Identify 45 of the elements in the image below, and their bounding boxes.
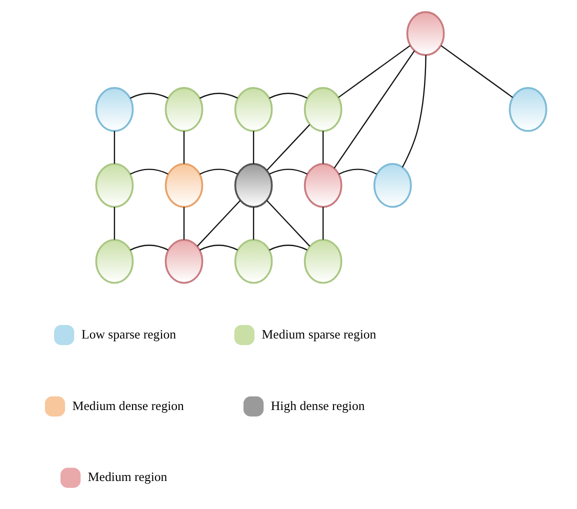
connector [196, 200, 240, 247]
connector [266, 200, 310, 247]
connector [333, 50, 414, 169]
connector [113, 131, 115, 164]
node-circle [234, 87, 272, 132]
connector [322, 131, 324, 164]
connector [266, 124, 310, 171]
node-circle [94, 163, 134, 208]
connector [113, 206, 115, 240]
connector [199, 168, 238, 175]
connector [268, 168, 307, 175]
node-circle [303, 238, 342, 284]
node-circle [94, 238, 134, 284]
connector [129, 168, 168, 175]
node-circle [406, 11, 444, 56]
node-circle [234, 238, 272, 284]
node-circle [372, 163, 412, 208]
connector [199, 244, 238, 251]
node-circle [164, 87, 203, 132]
node-circle [164, 163, 203, 208]
legend-label: Low sparse region [81, 327, 176, 342]
connector [338, 45, 410, 98]
legend-label: Medium region [87, 470, 167, 484]
connector [182, 131, 184, 164]
node-circle [94, 87, 134, 132]
connector [268, 92, 307, 99]
connector [129, 92, 168, 99]
legend-label: Medium dense region [72, 398, 184, 413]
connector [401, 55, 426, 168]
node-circle [303, 87, 342, 132]
connector [338, 168, 376, 175]
node-circle [164, 238, 203, 284]
node-circle [303, 163, 342, 208]
node-circle [508, 87, 547, 132]
node-circle [234, 163, 272, 208]
connector [322, 206, 324, 240]
connector [268, 244, 307, 251]
connector [129, 244, 168, 251]
connector [252, 131, 254, 164]
connector [252, 206, 254, 240]
connector [440, 45, 513, 98]
legend-label: High dense region [270, 398, 364, 413]
connector [182, 206, 184, 240]
legend-label: Medium sparse region [261, 327, 376, 342]
connector [199, 92, 238, 99]
